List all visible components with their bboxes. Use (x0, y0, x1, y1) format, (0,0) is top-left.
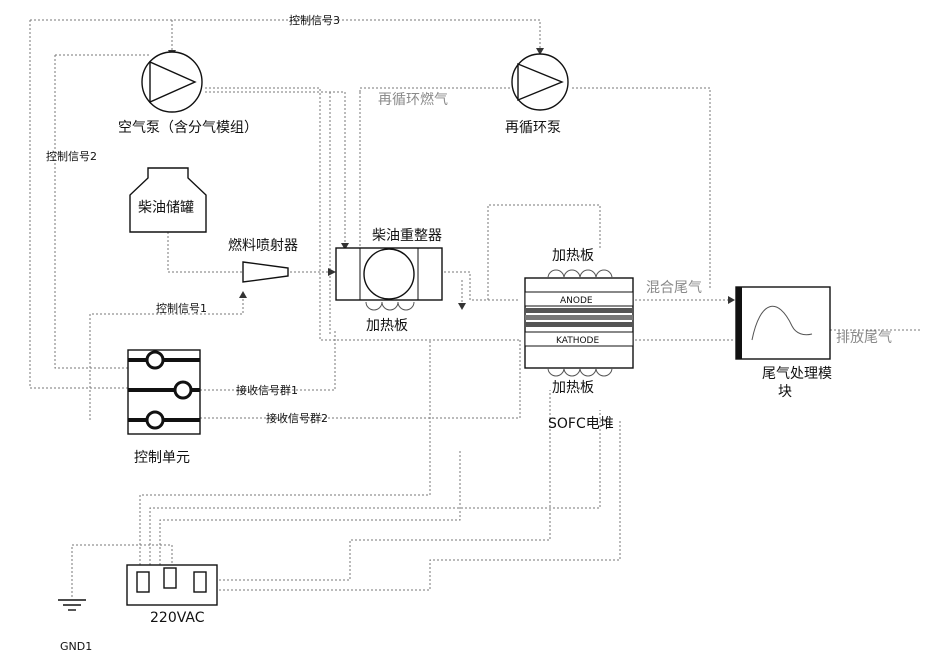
control-signal-1-label: 控制信号1 (156, 301, 207, 315)
diesel-reformer-label: 柴油重整器 (372, 228, 442, 244)
exhaust-module-label-1: 尾气处理模 (762, 366, 832, 382)
sofc-stack: 加热板 ANODE KATHODE 加热板 SOFC电堆 (525, 248, 633, 432)
recirc-pump-label: 再循环泵 (505, 120, 561, 136)
exhaust-module: 尾气处理模 块 (736, 287, 832, 400)
control-signal-2-label: 控制信号2 (46, 149, 97, 163)
anode-label: ANODE (560, 296, 593, 306)
emission-exhaust-label: 排放尾气 (836, 330, 892, 346)
air-pump: 空气泵（含分气模组） (118, 52, 258, 136)
diesel-tank: 柴油储罐 (130, 168, 206, 232)
control-signal-3-label: 控制信号3 (289, 13, 340, 27)
top-heating-plate-label: 加热板 (552, 248, 594, 264)
ground-symbol: GND1 (58, 600, 92, 653)
fuel-injector-label: 燃料喷射器 (228, 237, 298, 254)
ground-label: GND1 (60, 640, 92, 653)
cathode-label: KATHODE (556, 336, 599, 346)
reformer-heating-plate: 加热板 (366, 302, 414, 334)
control-unit: 控制单元 (128, 350, 200, 466)
control-unit-label: 控制单元 (134, 450, 190, 466)
mixed-exhaust-label: 混合尾气 (646, 280, 702, 296)
diesel-tank-label: 柴油储罐 (138, 200, 194, 216)
sofc-stack-label: SOFC电堆 (548, 416, 614, 432)
receive-group-2-label: 接收信号群2 (266, 411, 328, 425)
bottom-heating-plate-label: 加热板 (552, 380, 594, 396)
exhaust-module-label-2: 块 (778, 384, 792, 400)
air-pump-label: 空气泵（含分气模组） (118, 120, 258, 136)
recirc-pump: 再循环泵 (505, 54, 568, 136)
receive-group-1-label: 接收信号群1 (236, 383, 298, 397)
reformer-heating-plate-label: 加热板 (366, 318, 408, 334)
diesel-reformer: 柴油重整器 (336, 228, 442, 300)
power-source: 220VAC (127, 565, 217, 626)
fuel-injector: 燃料喷射器 (228, 237, 298, 282)
recirc-gas-label: 再循环燃气 (378, 91, 448, 108)
power-label: 220VAC (150, 610, 205, 626)
